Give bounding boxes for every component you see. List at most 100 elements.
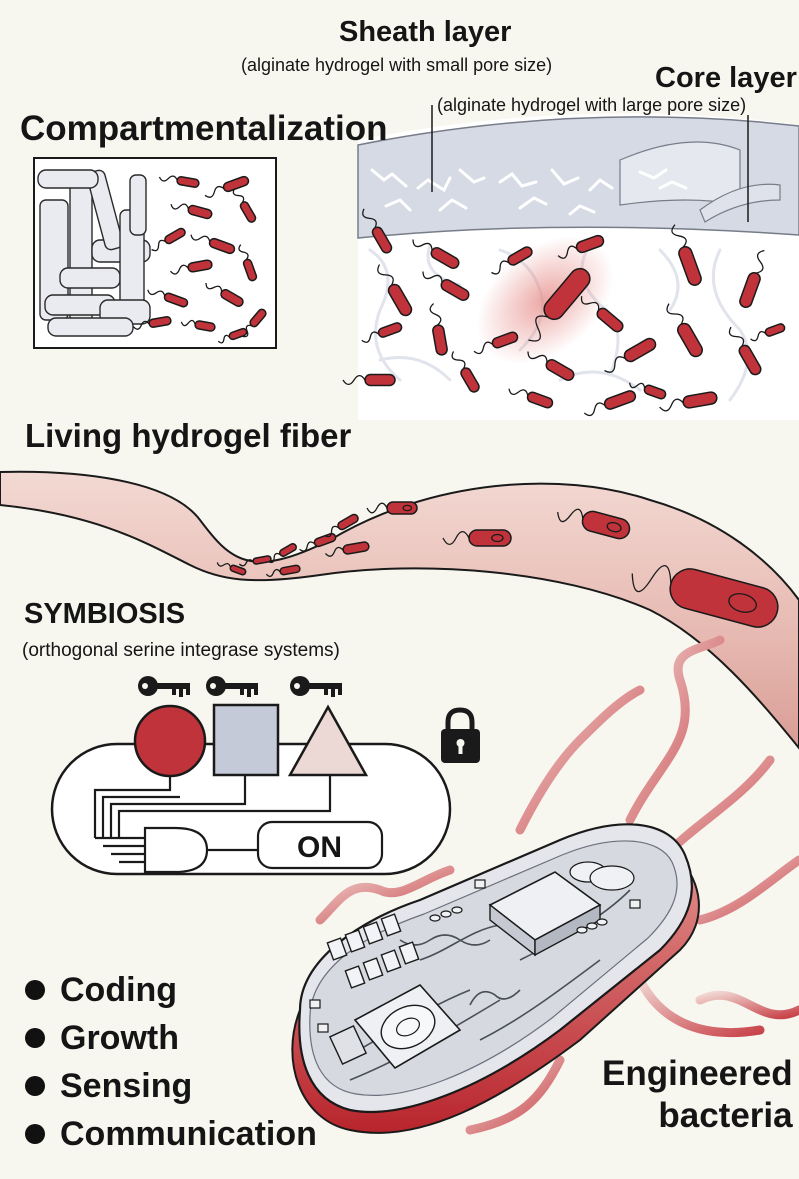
engineered-bacteria-title: Engineered bacteria bbox=[602, 1054, 793, 1135]
bacterium-icon bbox=[728, 326, 762, 376]
bacterium-icon bbox=[377, 264, 413, 317]
logic-wires bbox=[93, 776, 332, 864]
key-icons bbox=[138, 676, 342, 697]
bullet-icon bbox=[25, 1028, 45, 1048]
logic-module bbox=[50, 676, 480, 876]
bullet-icon bbox=[25, 1076, 45, 1096]
engineered-bacterium bbox=[291, 635, 799, 1135]
bacterium-icon bbox=[190, 234, 236, 255]
hydrogel-panel bbox=[342, 105, 799, 421]
living-fiber bbox=[0, 470, 799, 750]
sheath-layer-title: Sheath layer bbox=[339, 16, 512, 48]
sheath-layer-description: (alginate hydrogel with small pore size) bbox=[241, 55, 553, 75]
memory-chips bbox=[326, 913, 420, 989]
bacterium-icon bbox=[180, 319, 216, 332]
triangle-gate bbox=[287, 704, 369, 777]
bacterium-icon bbox=[158, 175, 200, 188]
bacterium-icon bbox=[491, 246, 533, 275]
feature-label: Coding bbox=[60, 970, 178, 1009]
feature-label: Sensing bbox=[60, 1066, 193, 1105]
bacterium-icon bbox=[671, 224, 702, 286]
bacterium-icon bbox=[473, 331, 519, 355]
bacterium-icon bbox=[527, 351, 575, 381]
bacterium-icon bbox=[216, 562, 247, 576]
compartmentalization-title: Compartmentalization bbox=[20, 109, 388, 148]
bacterium-icon bbox=[217, 327, 248, 344]
bacterium-icon bbox=[451, 351, 480, 393]
bacterium-icon bbox=[324, 513, 359, 538]
bacterium-icon bbox=[366, 501, 418, 515]
bacterium-icon bbox=[750, 323, 786, 342]
bacterium-icon bbox=[169, 259, 213, 275]
feature-list: Coding Growth Sensing Communication bbox=[25, 966, 317, 1158]
fiber-body bbox=[0, 470, 799, 750]
feature-label: Growth bbox=[60, 1018, 179, 1057]
bacterium-icon bbox=[361, 322, 403, 343]
bacterium-icon bbox=[238, 555, 272, 567]
list-item: Sensing bbox=[25, 1062, 317, 1110]
bullet-icon bbox=[25, 1124, 45, 1144]
bullet-icon bbox=[25, 980, 45, 1000]
core-layer-description: (alginate hydrogel with large pore size) bbox=[437, 95, 747, 115]
capacitors bbox=[309, 861, 641, 1033]
list-item: Coding bbox=[25, 966, 317, 1014]
list-item: Communication bbox=[25, 1110, 317, 1158]
living-fiber-title: Living hydrogel fiber bbox=[25, 417, 352, 454]
bacterium-icon bbox=[238, 244, 258, 282]
hydrogel-fibers bbox=[37, 169, 151, 337]
bacterium-icon bbox=[528, 267, 591, 342]
bacterium-icon bbox=[265, 564, 301, 577]
core-cutaway bbox=[699, 183, 781, 223]
bacterium-icon bbox=[631, 565, 779, 628]
sheath-pores bbox=[370, 168, 688, 216]
bacterium-icon bbox=[205, 282, 244, 307]
and-gate bbox=[143, 826, 209, 874]
key-icon bbox=[206, 676, 258, 697]
bacterium-icon bbox=[508, 388, 554, 409]
processor-chip bbox=[488, 871, 602, 957]
speaker-module bbox=[328, 983, 462, 1070]
padlock-icon bbox=[441, 707, 480, 763]
feature-label: Communication bbox=[60, 1114, 317, 1153]
square-gate bbox=[212, 703, 280, 777]
bacterium-icon bbox=[324, 541, 370, 557]
compartment-panel bbox=[33, 157, 277, 349]
list-item: Growth bbox=[25, 1014, 317, 1062]
core-bacteria bbox=[342, 208, 786, 417]
bacterium-icon bbox=[267, 543, 298, 564]
key-icon bbox=[290, 676, 342, 697]
bacterium-icon bbox=[151, 227, 186, 252]
bacterium-icon bbox=[628, 382, 667, 400]
bacterium-icon bbox=[232, 188, 257, 223]
symbiosis-title: SYMBIOSIS bbox=[24, 598, 186, 630]
bacterium-icon bbox=[412, 239, 460, 269]
bacterium-icon bbox=[659, 391, 718, 412]
bacterium-icon bbox=[429, 303, 448, 356]
bacterium-icon bbox=[739, 249, 765, 309]
bacterium-icon bbox=[557, 508, 631, 540]
key-icon bbox=[138, 676, 190, 697]
bacterium-icon bbox=[342, 373, 396, 387]
circle-gate bbox=[133, 704, 207, 778]
bacterium-icon bbox=[442, 529, 512, 547]
bacterium-icon bbox=[583, 390, 637, 417]
free-bacteria bbox=[132, 175, 267, 344]
bacterium-icon bbox=[557, 234, 605, 259]
core-layer-title: Core layer bbox=[655, 62, 797, 94]
fiber-bacteria bbox=[216, 501, 779, 628]
bacterium-icon bbox=[299, 532, 337, 552]
bacterium-icon bbox=[362, 208, 393, 254]
symbiosis-description: (orthogonal serine integrase systems) bbox=[22, 640, 340, 661]
bacterium-icon bbox=[132, 316, 172, 330]
bacterium-icon bbox=[147, 289, 189, 308]
bacterium-icon bbox=[422, 271, 470, 301]
bacterium-icon bbox=[666, 303, 703, 358]
on-output-box bbox=[256, 820, 384, 870]
bacterium-icon bbox=[204, 175, 250, 198]
bacterium-icon bbox=[580, 296, 624, 333]
bacterium-icon bbox=[604, 337, 657, 373]
bacterium-icon bbox=[170, 203, 213, 220]
on-output-label: ON bbox=[297, 831, 342, 864]
